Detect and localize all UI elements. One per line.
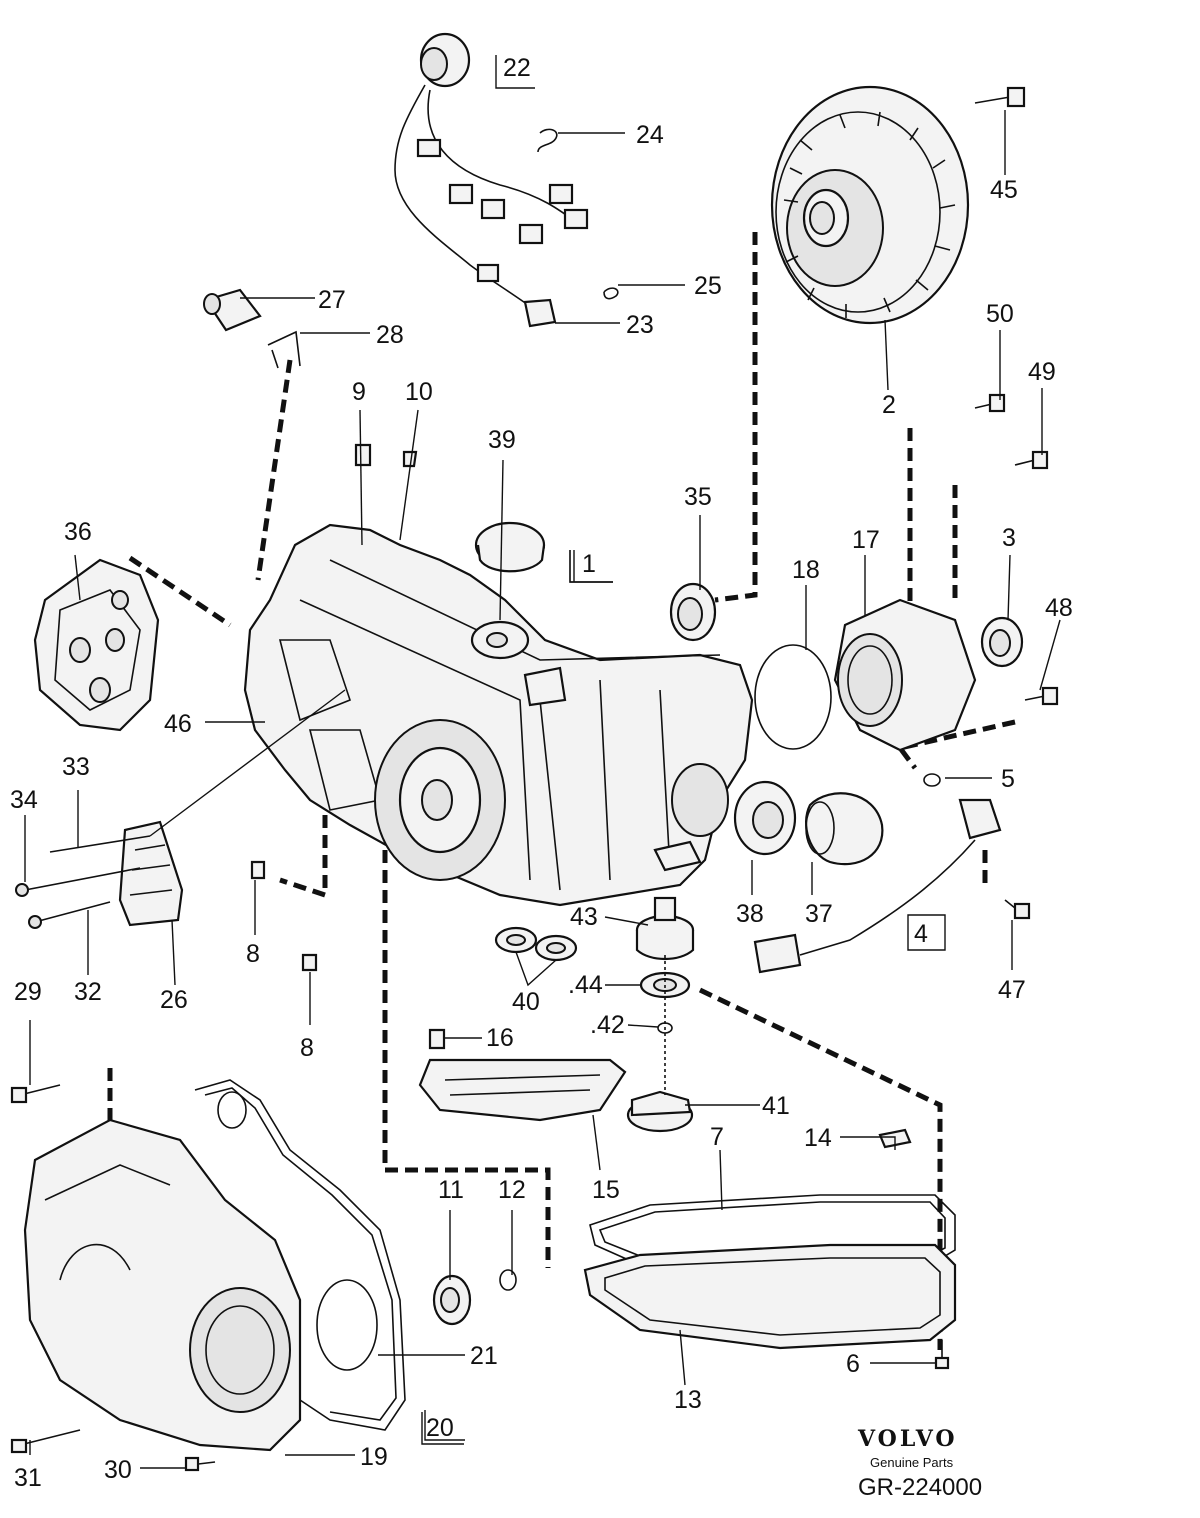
label-part-1: 1	[582, 550, 596, 578]
label-part-47: 47	[998, 976, 1026, 1004]
label-part-15: 15	[592, 1176, 620, 1204]
oil-pan-part-13	[583, 1243, 957, 1350]
cover-part-37	[805, 792, 884, 866]
piston-part-38	[733, 780, 797, 856]
diagram-reference: GR-224000	[858, 1474, 983, 1501]
seals-part-40	[494, 926, 578, 962]
label-part-44: .44	[568, 971, 603, 999]
label-part-26: 26	[160, 986, 188, 1014]
label-part-46: 46	[164, 710, 192, 738]
oil-pump-part-17	[833, 598, 977, 752]
filter-part-15	[418, 1028, 627, 1122]
label-frames	[421, 550, 613, 1445]
label-part-40: 40	[512, 988, 540, 1016]
label-part-12: 12	[498, 1176, 526, 1204]
label-part-32: 32	[74, 978, 102, 1006]
label-part-30: 30	[104, 1456, 132, 1484]
label-part-4: 4	[914, 920, 928, 948]
label-part-23: 23	[626, 311, 654, 339]
oring-part-21	[316, 1279, 378, 1371]
accumulator-stack	[626, 896, 695, 1133]
sensor-part-4	[753, 773, 1002, 974]
clip-part-12	[499, 1269, 517, 1291]
label-part-11: 11	[438, 1176, 464, 1204]
label-part-49: 49	[1028, 358, 1056, 386]
label-part-17: 17	[852, 526, 880, 554]
brand-logo: VOLVO	[858, 1426, 958, 1452]
label-part-37: 37	[805, 900, 833, 928]
brand-tagline: Genuine Parts	[870, 1455, 954, 1470]
torque-converter-part-2	[770, 85, 970, 325]
label-part-36: 36	[64, 518, 92, 546]
label-part-9: 9	[352, 378, 366, 406]
valve-body-part-36	[33, 558, 160, 732]
label-part-14: 14	[804, 1124, 832, 1152]
label-part-34: 34	[10, 786, 38, 814]
converter-housing-part-20	[23, 1118, 302, 1452]
label-part-39: 39	[488, 426, 516, 454]
label-part-29: 29	[14, 978, 42, 1006]
label-part-31: 31	[14, 1464, 42, 1492]
label-part-10: 10	[405, 378, 433, 406]
label-part-8b: 8	[300, 1034, 314, 1062]
oring-part-18	[754, 644, 832, 750]
label-part-41: 41	[762, 1092, 790, 1120]
label-part-8a: 8	[246, 940, 260, 968]
label-part-2: 2	[882, 391, 896, 419]
label-part-35: 35	[684, 483, 712, 511]
plate-part-26	[15, 820, 184, 929]
label-part-24: 24	[636, 121, 664, 149]
label-part-5: 5	[1001, 765, 1015, 793]
label-part-42: .42	[590, 1011, 625, 1039]
label-part-25: 25	[694, 272, 722, 300]
leader-lines	[24, 55, 1061, 1469]
transmission-case-part-1	[243, 523, 754, 907]
label-part-3: 3	[1002, 524, 1016, 552]
label-part-19: 19	[360, 1443, 388, 1471]
gasket-part-19	[194, 1079, 406, 1431]
label-part-21: 21	[470, 1342, 498, 1370]
solenoid-part-27	[203, 288, 301, 369]
label-part-27: 27	[318, 286, 346, 314]
bolts-right	[974, 86, 1059, 920]
label-part-16: 16	[486, 1024, 514, 1052]
seal-part-11	[432, 1274, 472, 1326]
label-part-20: 20	[426, 1414, 454, 1442]
cap-part-39	[474, 521, 546, 573]
label-part-48: 48	[1045, 594, 1073, 622]
wiring-harness-assembly	[394, 32, 619, 328]
label-part-45: 45	[990, 176, 1018, 204]
seal-part-3	[980, 616, 1024, 668]
bolt-part-6	[934, 1340, 950, 1370]
seal-part-35	[669, 582, 717, 642]
label-part-43: 43	[570, 903, 598, 931]
label-part-38: 38	[736, 900, 764, 928]
label-part-28: 28	[376, 321, 404, 349]
bolts-housing	[10, 1084, 216, 1472]
label-part-50: 50	[986, 300, 1014, 328]
label-part-7: 7	[710, 1123, 724, 1151]
label-part-6: 6	[846, 1350, 860, 1378]
label-part-22: 22	[503, 54, 531, 82]
label-part-13: 13	[674, 1386, 702, 1414]
label-part-33: 33	[62, 753, 90, 781]
small-bolts	[250, 443, 418, 972]
label-part-18: 18	[792, 556, 820, 584]
part-number-labels: 22 24 25 23 27 28 45 2 50 49 9 10 39 1 3…	[10, 54, 1073, 1492]
